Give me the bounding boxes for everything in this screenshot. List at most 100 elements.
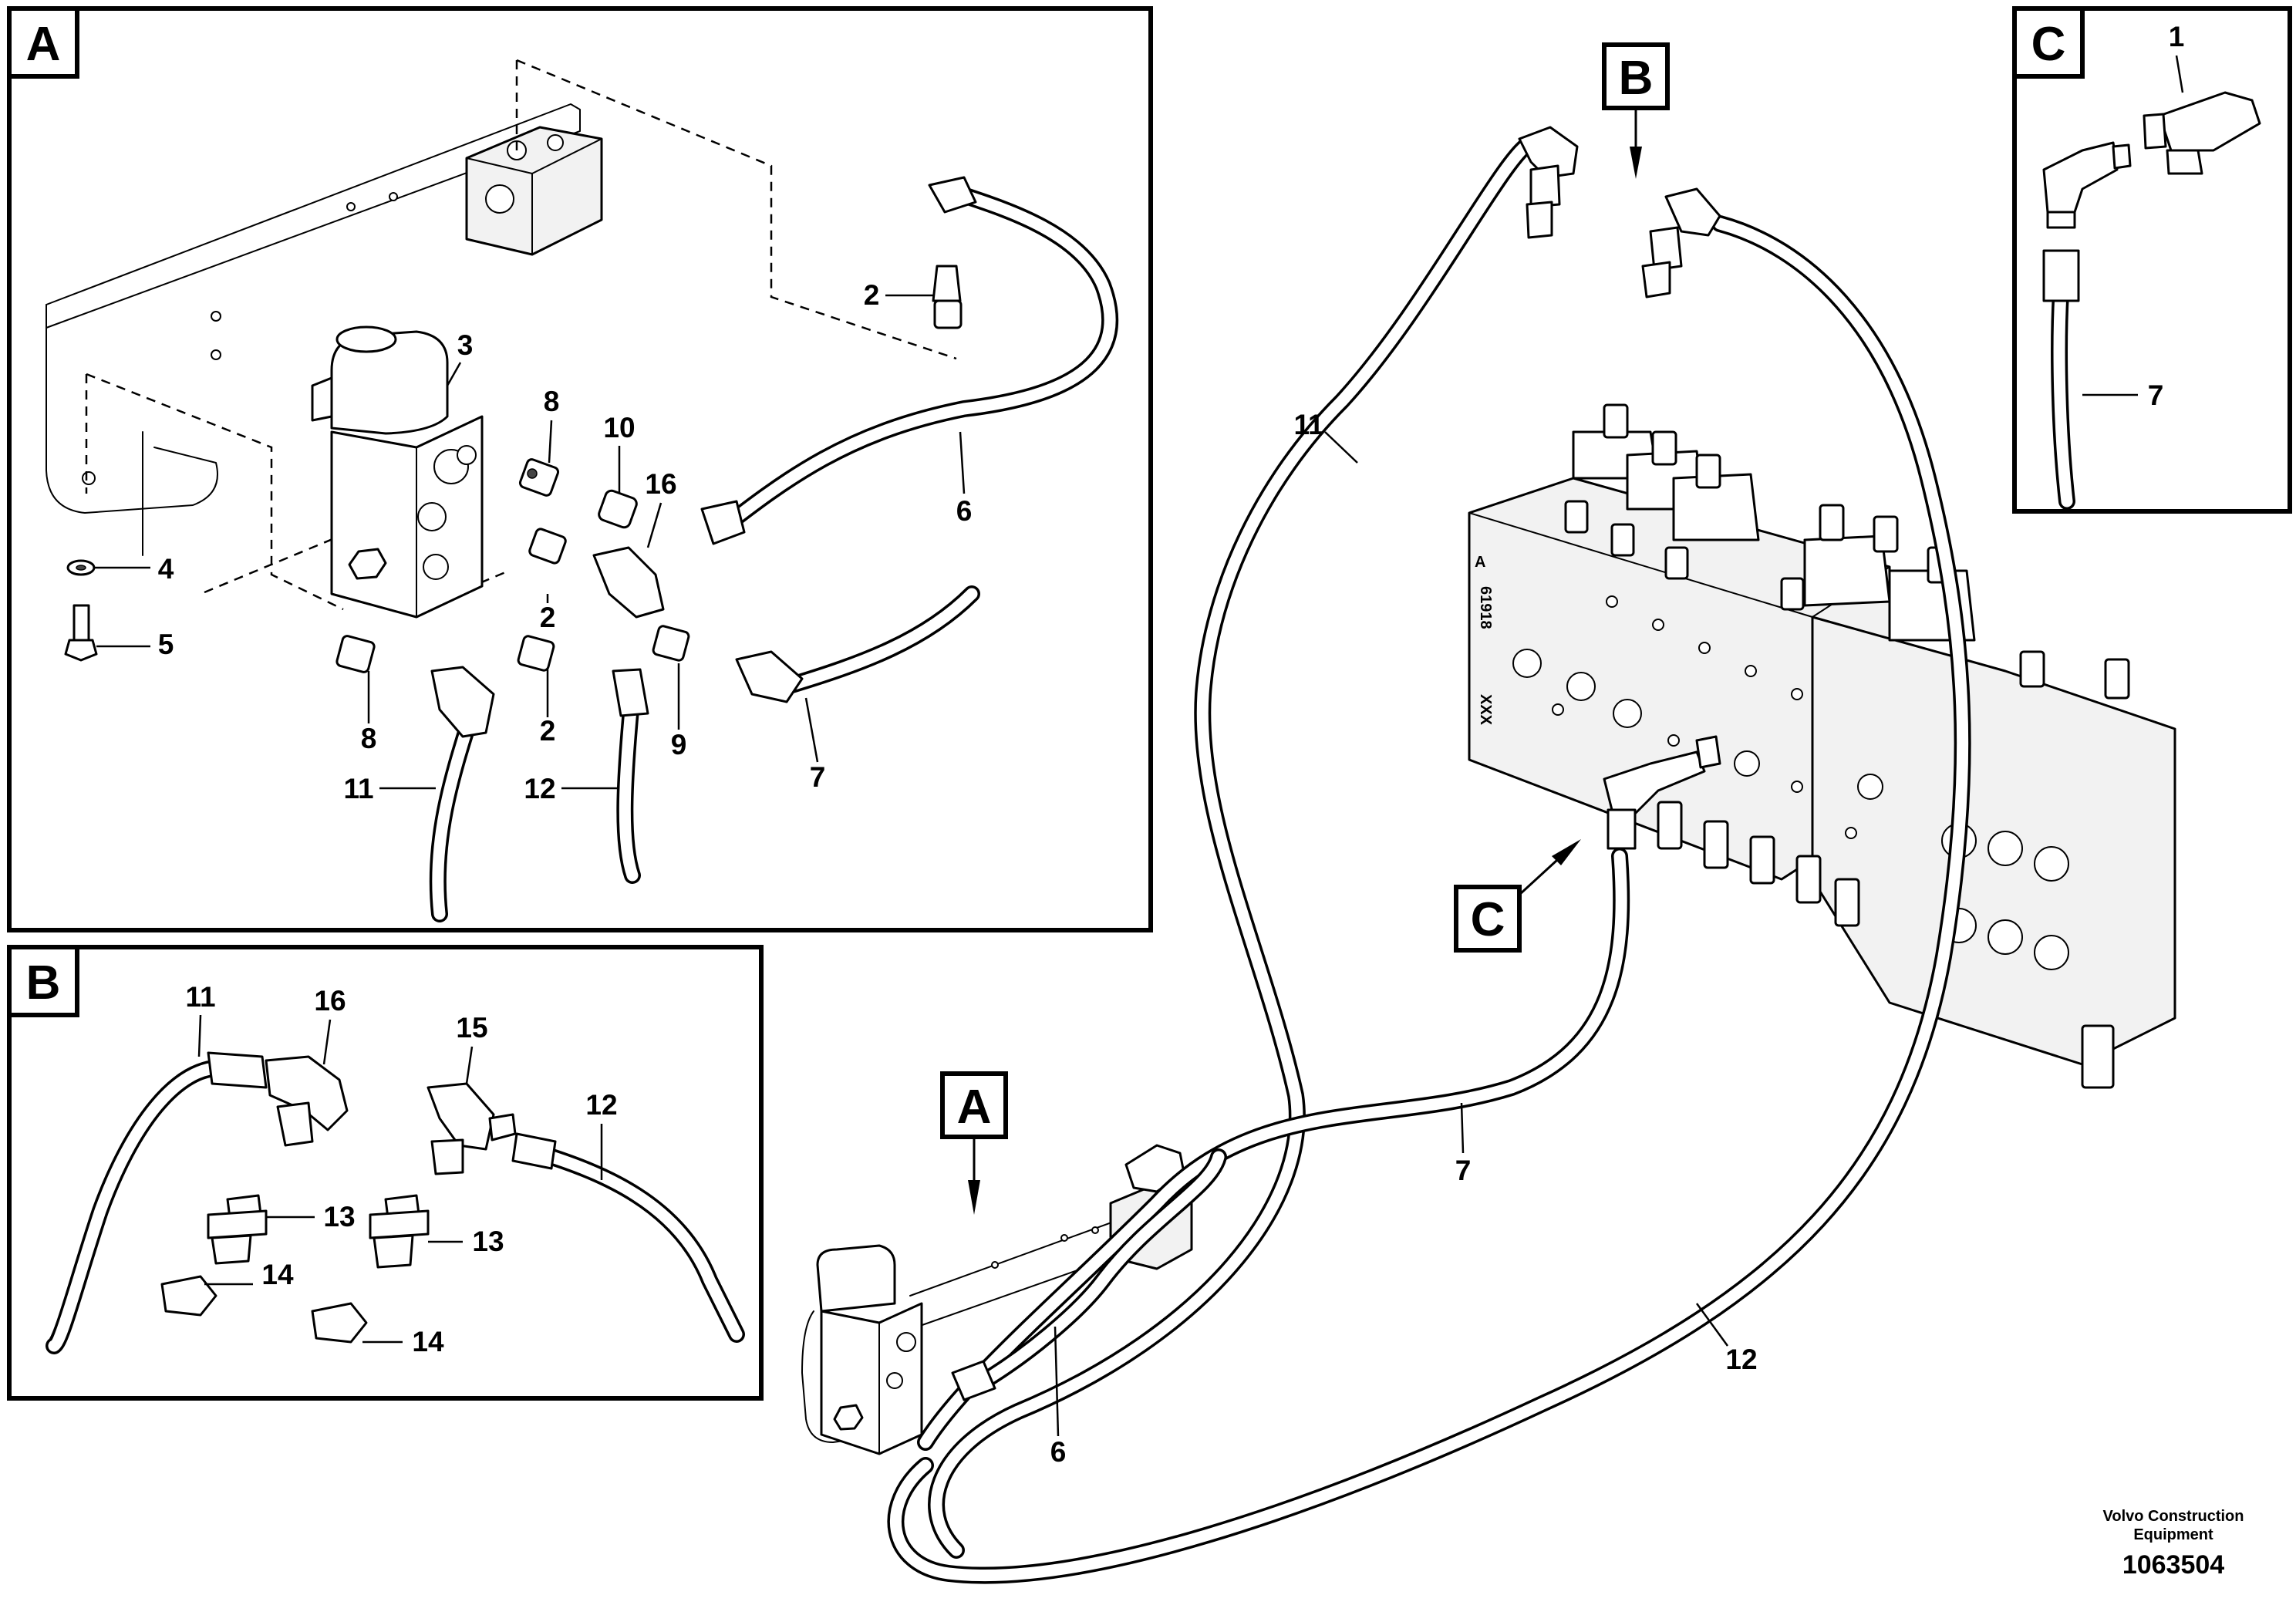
valve-stamp-61918: 61918 [1477,586,1494,629]
credit-line-2: Equipment [2133,1526,2213,1543]
hose-11-main [928,134,1539,1559]
adapter-8-lower [335,635,376,673]
callout-11-main: 11 [1293,409,1323,440]
valve-caps [1564,403,2130,700]
view-marker-c-box [1454,885,1522,953]
hose-7-c [2042,249,2080,510]
plug-13-right [369,1194,430,1269]
valve-stamp-a: A [1475,554,1485,571]
valve-spools [1610,785,2115,1089]
detail-a-frame [7,6,1153,932]
callout-16-a: 16 [645,468,676,500]
detail-view-a: A [7,6,1153,932]
callout-7-main: 7 [1455,1155,1472,1186]
mounting-bracket [46,103,581,556]
adapter-2-lower [517,635,555,672]
hose-11-b [46,1051,268,1354]
callout-9: 9 [671,729,687,760]
callout-11-b: 11 [185,981,215,1013]
callout-6-a: 6 [956,495,973,527]
credit-line-1: Volvo Construction [2103,1508,2244,1525]
view-marker-a: A [940,1071,1008,1215]
hose-12-stub [612,668,649,884]
plug-hex [348,548,387,580]
plug-13-left [207,1194,268,1265]
callout-7-a: 7 [810,761,826,793]
cap-14-left [160,1275,217,1317]
callout-7-c: 7 [2148,379,2164,411]
callout-14-left: 14 [261,1259,294,1290]
overview-fitting-b-left [1518,126,1579,239]
callout-4: 4 [158,553,174,585]
callout-14-right: 14 [412,1326,444,1357]
valve-stamp-xxx: XXX [1477,694,1494,726]
cap-10 [598,489,638,529]
callouts-a: 3 8 10 16 2 6 4 5 2 8 2 9 7 11 [95,279,972,804]
callout-3: 3 [457,329,474,361]
port-block [465,126,603,256]
hose-12-b [511,1132,745,1343]
callouts-c: 1 7 [2082,21,2184,411]
elbow-15 [426,1082,517,1175]
callout-12-b: 12 [585,1089,617,1121]
callout-8-lower: 8 [361,723,377,754]
callout-12-main: 12 [1725,1344,1757,1375]
detail-view-b: B [7,945,764,1401]
callout-12-a: 12 [524,773,555,804]
bolt-5 [64,604,98,662]
view-marker-a-letter: A [957,1081,992,1134]
elbow-16-b [265,1055,349,1147]
detail-a-tag: A [26,18,61,71]
hose-6-main [951,1148,1227,1401]
detail-b-tag: B [26,956,61,1010]
callout-15: 15 [456,1012,487,1044]
document-number: 1063504 [2122,1550,2224,1580]
washer-4 [66,559,96,576]
main-assembly-view: 61918 XXX A [801,42,2176,1584]
detail-c-frame [2012,6,2292,514]
callout-10: 10 [603,412,635,443]
detail-c-tag: C [2031,18,2066,71]
detail-b-frame [7,945,764,1401]
callout-2-top: 2 [864,279,880,311]
callout-13-right: 13 [472,1226,504,1257]
callouts-main: 11 7 12 6 [1050,409,1758,1468]
callout-1: 1 [2169,21,2185,52]
detail-b-tag-box [7,945,79,1017]
callout-2-lower: 2 [540,715,556,747]
elbow-16-upper [592,546,665,619]
callout-6-main: 6 [1050,1436,1067,1468]
callout-16-b: 16 [314,985,346,1017]
callout-11-a: 11 [343,773,373,804]
detail-a-tag-box [7,6,79,79]
hose-6 [700,176,1119,545]
callout-2-middle: 2 [540,602,556,633]
hose-7-main [917,848,1630,1451]
callouts-b: 11 16 13 14 15 13 14 12 [185,981,617,1357]
hose-12-main [887,215,1971,1584]
valve-tee-fitting [1603,735,1721,850]
view-marker-b: B [1602,42,1670,179]
publisher-credit: Volvo Construction Equipment 1063504 [2103,1508,2244,1580]
overview-solenoid [816,1244,923,1455]
hose-7-stub [735,585,980,703]
view-marker-b-letter: B [1619,52,1654,105]
tee-1 [2143,91,2261,175]
elbow-c [2042,141,2132,229]
detail-c-tag-box [2012,6,2085,79]
cap-14-right [311,1302,368,1344]
solenoid-valve [311,325,484,619]
view-marker-c-letter: C [1471,893,1505,946]
adapter-2-middle [528,528,567,565]
hose-11-stub [429,666,495,922]
control-valve-bank: 61918 XXX A [1468,403,2176,1089]
overview-fitting-b-right [1641,187,1721,298]
adapter-2-top [932,265,963,329]
adapter-8-upper [518,458,560,497]
adapter-9 [652,625,690,662]
view-marker-c: C [1454,839,1581,953]
detail-view-c: C 1 7 [2012,6,2292,514]
callout-8-upper: 8 [544,386,560,417]
callout-5: 5 [158,629,174,660]
